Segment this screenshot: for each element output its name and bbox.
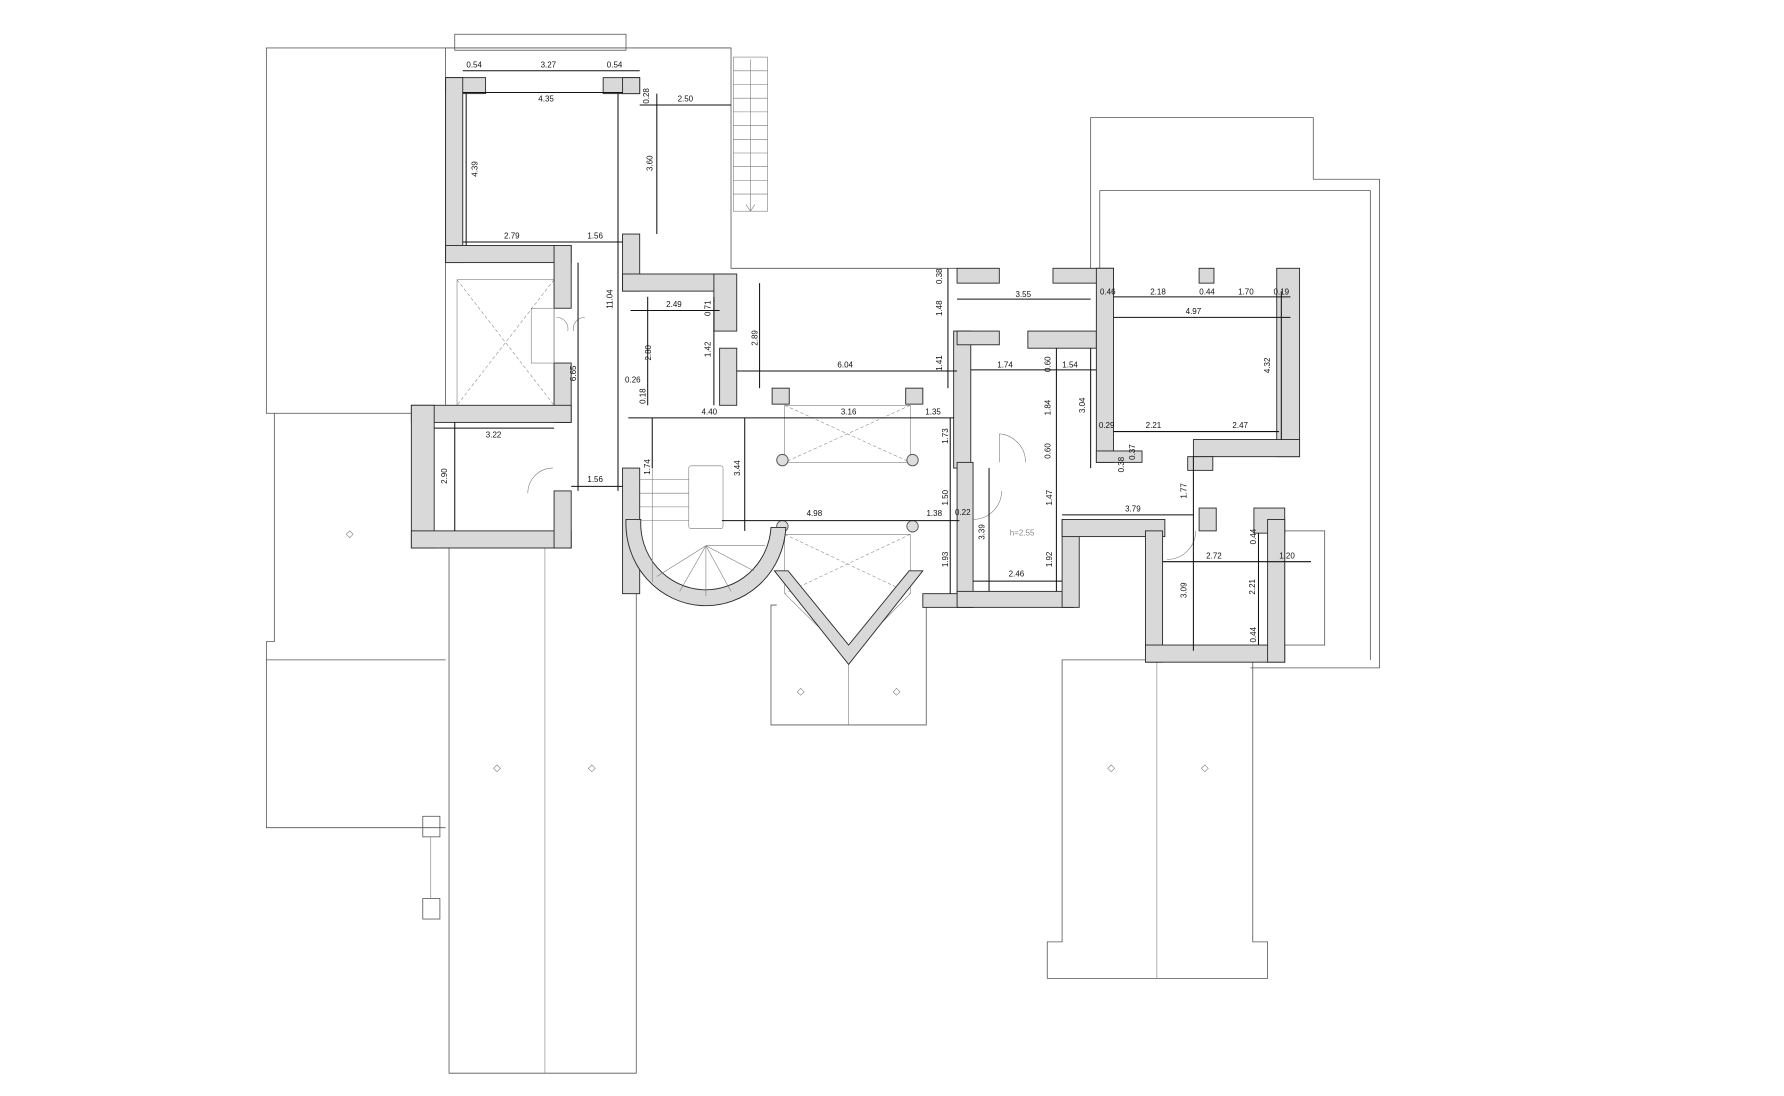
dimension-labels: 0.54 3.27 0.54 4.35 0.28 2.50 4.39 3.60 … <box>440 60 1296 642</box>
dim-label: 1.70 <box>1238 288 1254 297</box>
dim-label: 3.60 <box>645 155 654 171</box>
dim-label: 2.46 <box>1009 570 1025 579</box>
dim-label: 2.21 <box>1248 578 1257 594</box>
dim-label: 0.19 <box>1274 288 1290 297</box>
dim-label: 3.04 <box>1078 397 1087 413</box>
slope-arrow-icon <box>1200 764 1209 773</box>
slope-arrow-icon <box>1107 764 1116 773</box>
dim-label: 3.79 <box>1125 504 1141 513</box>
slope-arrow-icon <box>587 764 596 773</box>
slope-arrow-icon <box>796 688 805 696</box>
dim-label: 4.97 <box>1186 307 1202 316</box>
dim-label: 11.04 <box>605 289 614 309</box>
dim-label: 0.60 <box>1044 356 1053 372</box>
dim-label: 2.80 <box>644 344 653 360</box>
dim-label: 2.90 <box>440 468 449 484</box>
dim-label: 4.35 <box>538 95 554 104</box>
dim-label: 0.54 <box>466 60 482 69</box>
dim-label: 2.72 <box>1206 551 1222 560</box>
dim-label: 1.84 <box>1044 399 1053 415</box>
dim-label: 1.54 <box>1062 361 1078 370</box>
dim-label: 0.54 <box>607 60 623 69</box>
dim-label: 3.22 <box>486 430 502 439</box>
dim-label: 2.89 <box>750 330 759 346</box>
spiral-stairs <box>639 462 766 596</box>
exterior-stairs <box>733 56 768 212</box>
dim-label: 1.35 <box>925 407 941 416</box>
dim-label: 0.26 <box>625 375 641 384</box>
dim-label: 1.74 <box>997 361 1013 370</box>
dim-label: 4.40 <box>702 407 718 416</box>
slope-arrow-icons <box>345 530 1209 773</box>
dim-label: 6.65 <box>569 365 578 381</box>
dim-label: 3.44 <box>733 460 742 476</box>
dimension-lines <box>434 70 1311 651</box>
slope-arrow-icon <box>493 764 501 773</box>
dim-label: 3.09 <box>1180 582 1189 598</box>
dim-label: 1.50 <box>941 489 950 505</box>
slope-arrow-icon <box>892 688 901 696</box>
dim-label: 2.21 <box>1146 421 1162 430</box>
dim-label: 1.47 <box>1045 489 1054 505</box>
dim-label: 3.16 <box>841 407 857 416</box>
dim-label: 1.77 <box>1180 483 1189 499</box>
dim-label: 2.18 <box>1150 288 1166 297</box>
dim-label: 0.44 <box>1249 626 1258 642</box>
dim-label: 1.74 <box>643 459 652 475</box>
dim-label: 4.98 <box>807 509 823 518</box>
doors <box>527 307 1196 560</box>
dim-label: 2.79 <box>504 232 520 241</box>
dim-label: 1.56 <box>587 475 603 484</box>
dim-label: 0.18 <box>638 388 647 404</box>
dim-label: 1.20 <box>1279 551 1295 560</box>
dim-label: 3.55 <box>1016 290 1032 299</box>
dim-label: 1.93 <box>941 551 950 567</box>
dim-label: 2.50 <box>678 95 694 104</box>
dim-label: 3.27 <box>541 60 557 69</box>
dim-label: 4.32 <box>1263 357 1272 373</box>
dim-label: 1.41 <box>935 355 944 371</box>
dim-label: 1.92 <box>1045 551 1054 567</box>
dim-label: 0.37 <box>1128 444 1137 460</box>
dim-label: 1.38 <box>926 509 942 518</box>
dim-label: 6.04 <box>837 361 853 370</box>
dim-label: 2.47 <box>1232 421 1248 430</box>
dim-label: 0.38 <box>1117 456 1126 472</box>
dim-label: 0.71 <box>703 300 712 316</box>
dim-label: 1.48 <box>935 300 944 316</box>
dim-label: 0.28 <box>642 88 651 104</box>
dim-label: 0.22 <box>955 508 971 517</box>
dim-label: 0.44 <box>1249 528 1258 544</box>
ceiling-height-note: h=2.55 <box>1010 528 1035 537</box>
dim-label: 3.39 <box>977 524 986 540</box>
dim-label: 0.46 <box>1100 288 1116 297</box>
dim-label: 0.44 <box>1199 288 1215 297</box>
dim-label: 1.42 <box>703 341 712 357</box>
slope-arrow-icon <box>345 530 354 539</box>
dim-label: 1.56 <box>587 232 603 241</box>
dim-label: 0.60 <box>1044 443 1053 459</box>
dim-label: 4.39 <box>471 161 480 177</box>
dim-label: 0.29 <box>1099 421 1115 430</box>
walls <box>410 77 1301 666</box>
dim-label: 2.49 <box>666 300 682 309</box>
dim-label: 1.73 <box>941 428 950 444</box>
dim-label: 0.38 <box>935 268 944 284</box>
